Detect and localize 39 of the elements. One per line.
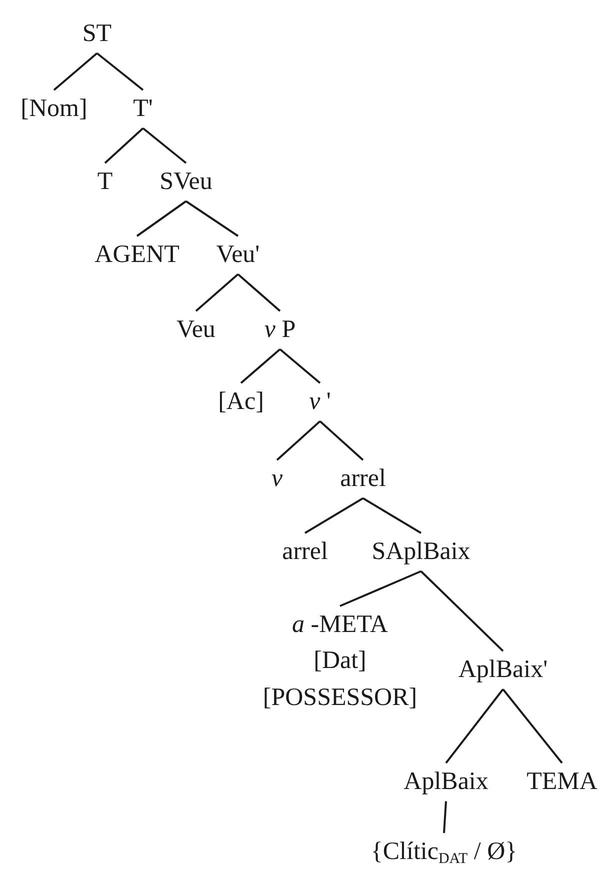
tree-branch xyxy=(142,127,187,164)
tree-node-label: AplBaix' xyxy=(458,652,548,688)
tree-node-label: a -META [Dat] [POSSESSOR] xyxy=(262,607,418,716)
tree-node-label: arrel xyxy=(340,461,386,498)
tree-node-label: T' xyxy=(133,91,153,128)
tree-branch xyxy=(279,348,321,384)
tree-node-label: arrel xyxy=(282,534,328,570)
tree-node-label: SAplBaix xyxy=(372,534,470,570)
tree-node-label: T xyxy=(97,164,113,200)
tree-node-label: [Ac] xyxy=(218,384,264,420)
tree-node-label: Veu' xyxy=(216,237,260,274)
tree-branch xyxy=(445,688,504,764)
tree-branch xyxy=(240,348,281,384)
tree-branch xyxy=(362,497,422,534)
tree-branch xyxy=(502,688,563,764)
tree-branch xyxy=(304,497,364,534)
tree-branch xyxy=(195,274,239,312)
tree-node-label: AGENT xyxy=(94,237,180,274)
tree-branch xyxy=(185,200,239,237)
tree-branch xyxy=(276,420,321,461)
tree-branch xyxy=(96,52,144,91)
tree-node-label: AplBaix xyxy=(404,764,488,800)
tree-branch xyxy=(136,200,187,237)
tree-branch xyxy=(237,274,281,312)
tree-branch xyxy=(104,128,144,164)
tree-node-label: v xyxy=(271,461,283,498)
tree-branch xyxy=(420,570,504,652)
tree-node-label: {Clític$_{DAT}$ / Ø} xyxy=(370,834,518,870)
tree-branch xyxy=(443,801,447,834)
tree-branch xyxy=(340,570,422,607)
tree-node-label: Veu xyxy=(176,312,216,348)
tree-node-label: ST xyxy=(82,16,112,52)
tree-node-label: TEMA xyxy=(526,764,598,800)
tree-node-label: [Nom] xyxy=(20,91,88,128)
tree-node-label: SVeu xyxy=(160,164,212,200)
tree-node-label: v ' xyxy=(309,384,331,420)
tree-branch xyxy=(53,52,98,91)
tree-node-label: v P xyxy=(264,312,296,348)
tree-branch xyxy=(319,420,364,461)
